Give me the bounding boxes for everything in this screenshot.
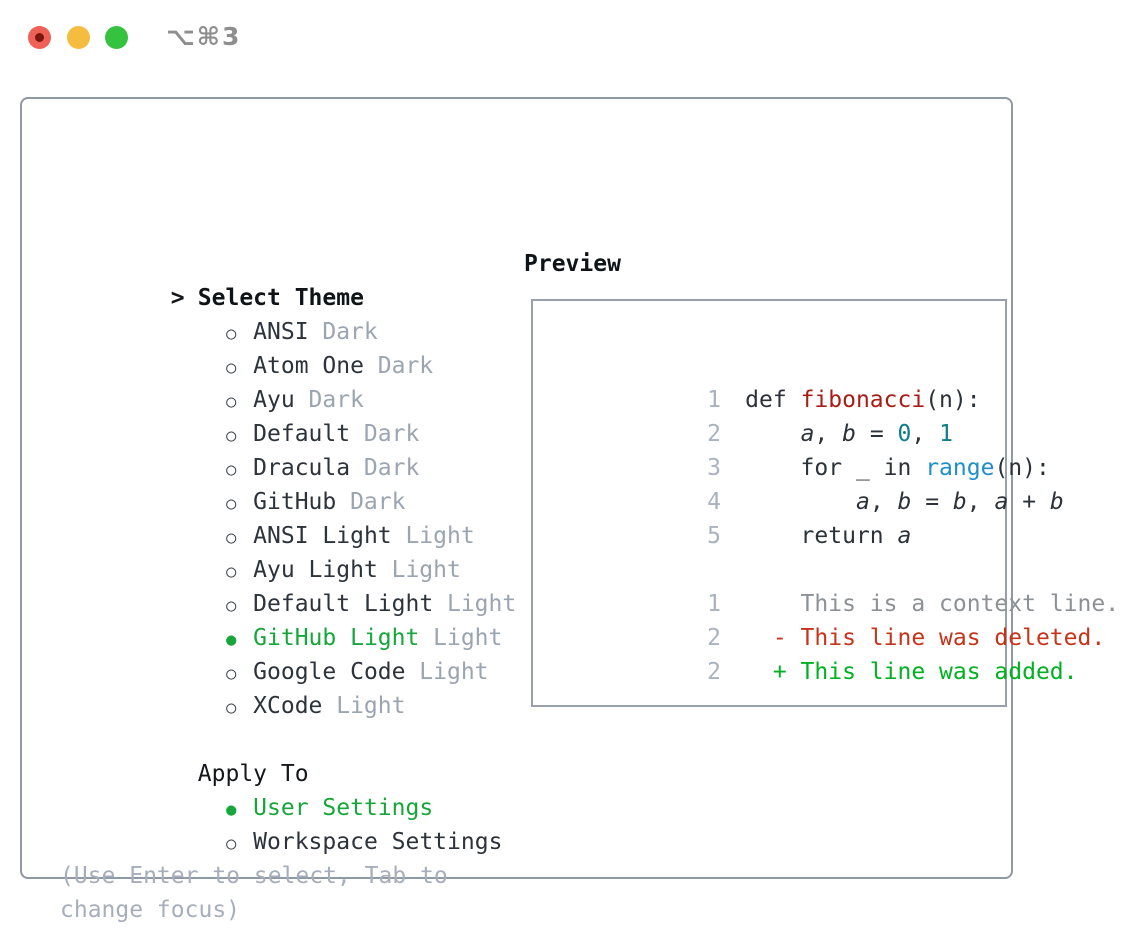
- preview-header: Preview: [524, 251, 621, 277]
- preview-line: 3 for _ in range(n):: [541, 417, 1050, 481]
- theme-variant-tag: Light: [336, 693, 406, 719]
- preview-pane: 1 def fibonacci(n): 2 a, b = 0, 1 3 for _…: [531, 299, 1119, 707]
- theme-list-item[interactable]: ○ Default Light Light: [60, 553, 516, 617]
- theme-name: Ayu: [253, 387, 295, 413]
- theme-list-item[interactable]: ○ Google Code Light: [60, 621, 516, 685]
- apply-to-name: User Settings: [253, 795, 434, 821]
- minimize-icon[interactable]: [67, 26, 90, 49]
- line-content: a, b = 0, 1: [800, 421, 953, 447]
- preview-line: 2 - This line was deleted.: [541, 587, 1105, 651]
- keyboard-hint-line2: change focus): [60, 897, 241, 923]
- titlebar: ⌥⌘3: [0, 0, 1140, 74]
- radio-icon: ○: [226, 392, 237, 412]
- line-number: 1: [707, 591, 722, 617]
- line-content: + This line was added.: [745, 659, 1078, 685]
- focus-caret-icon: >: [170, 285, 185, 311]
- line-number: 1: [707, 387, 722, 413]
- theme-name: Google Code: [253, 659, 406, 685]
- theme-list-item[interactable]: ○ GitHub Dark: [60, 451, 516, 515]
- theme-name: XCode: [253, 693, 323, 719]
- theme-list-item[interactable]: ○ Atom One Dark: [60, 315, 516, 379]
- line-content: This is a context line.: [745, 591, 1120, 617]
- radio-icon: ○: [226, 834, 237, 854]
- theme-variant-tag: Light: [446, 591, 517, 617]
- theme-variant-tag: Dark: [363, 421, 420, 447]
- close-dot-icon: [35, 33, 44, 42]
- preview-line: 2 a, b = 0, 1: [541, 383, 1005, 447]
- line-content: a, b = b, a + b: [855, 489, 1064, 515]
- apply-to-title: Apply To: [197, 761, 309, 787]
- radio-icon: ○: [226, 324, 237, 344]
- radio-icon: ○: [226, 358, 237, 378]
- preview-line: 5 return a: [541, 485, 1005, 549]
- theme-name: Ayu Light: [253, 557, 378, 583]
- select-theme-header: > Select Theme: [60, 247, 516, 311]
- theme-name: ANSI Light: [253, 523, 392, 549]
- close-icon[interactable]: [28, 26, 51, 49]
- apply-to-item[interactable]: ○ Workspace Settings: [60, 791, 516, 855]
- keyboard-hint-line1: (Use Enter to select, Tab to: [60, 863, 448, 889]
- line-content: return a: [745, 523, 912, 549]
- theme-variant-tag: Dark: [350, 489, 406, 515]
- radio-icon: ○: [226, 596, 237, 616]
- window-title: ⌥⌘3: [166, 22, 242, 51]
- line-number: 4: [707, 489, 722, 515]
- theme-name: Default: [253, 421, 351, 447]
- theme-name: Atom One: [253, 353, 364, 379]
- apply-to-list: ● User Settings ○ Workspace Settings: [60, 757, 516, 855]
- line-number: 5: [707, 523, 722, 549]
- radio-icon: ○: [226, 664, 237, 684]
- theme-list-item[interactable]: ○ Ayu Light Light: [60, 519, 516, 583]
- theme-name: GitHub: [253, 489, 337, 515]
- theme-list-item[interactable]: ○ ANSI Dark: [60, 281, 516, 345]
- theme-variant-tag: Dark: [322, 319, 378, 345]
- radio-icon: ○: [226, 562, 237, 582]
- theme-list-item[interactable]: ○ XCode Light: [60, 655, 516, 719]
- theme-name: Default Light: [253, 591, 434, 617]
- theme-name: Dracula: [253, 455, 351, 481]
- theme-list-item[interactable]: ○ Dracula Dark: [60, 417, 516, 481]
- preview-line: 4 a, b = b, a + b: [541, 451, 1064, 515]
- zoom-icon[interactable]: [105, 26, 128, 49]
- radio-icon: ●: [226, 800, 237, 820]
- line-content: - This line was deleted.: [745, 625, 1106, 651]
- apply-to-name: Workspace Settings: [253, 829, 503, 855]
- theme-list-item[interactable]: ○ Default Dark: [60, 383, 516, 447]
- radio-icon: ●: [226, 630, 237, 650]
- theme-list-item[interactable]: ● GitHub Light Light: [60, 587, 516, 651]
- theme-variant-tag: Dark: [308, 387, 364, 413]
- theme-variant-tag: Dark: [363, 455, 420, 481]
- theme-list-item[interactable]: ○ Ayu Dark: [60, 349, 516, 413]
- preview-line: 1 This is a context line.: [541, 553, 1119, 617]
- theme-name: ANSI: [253, 319, 309, 345]
- theme-variant-tag: Light: [405, 523, 475, 549]
- theme-list-item[interactable]: ○ ANSI Light Light: [60, 485, 516, 549]
- theme-variant-tag: Light: [433, 625, 503, 651]
- radio-icon: ○: [226, 528, 237, 548]
- theme-name: GitHub Light: [253, 625, 420, 651]
- preview-line: 2 + This line was added.: [541, 621, 1077, 685]
- line-number: 2: [707, 659, 722, 685]
- line-number: 3: [707, 455, 722, 481]
- radio-icon: ○: [226, 460, 237, 480]
- preview-line: 1 def fibonacci(n):: [541, 349, 1005, 413]
- line-content: for _ in range(n):: [745, 455, 1050, 481]
- preview-lines: 1 def fibonacci(n): 2 a, b = 0, 1 3 for _…: [533, 301, 1119, 685]
- line-number: 2: [707, 421, 722, 447]
- apply-to-item[interactable]: ● User Settings: [60, 757, 516, 821]
- line-content: def fibonacci(n):: [745, 387, 981, 413]
- radio-icon: ○: [226, 698, 237, 718]
- theme-variant-tag: Dark: [377, 353, 434, 379]
- radio-icon: ○: [226, 494, 237, 514]
- select-theme-title: Select Theme: [197, 285, 364, 311]
- line-number: 2: [707, 625, 722, 651]
- theme-variant-tag: Light: [391, 557, 461, 583]
- radio-icon: ○: [226, 426, 237, 446]
- apply-to-header: Apply To: [60, 723, 516, 787]
- theme-variant-tag: Light: [419, 659, 489, 685]
